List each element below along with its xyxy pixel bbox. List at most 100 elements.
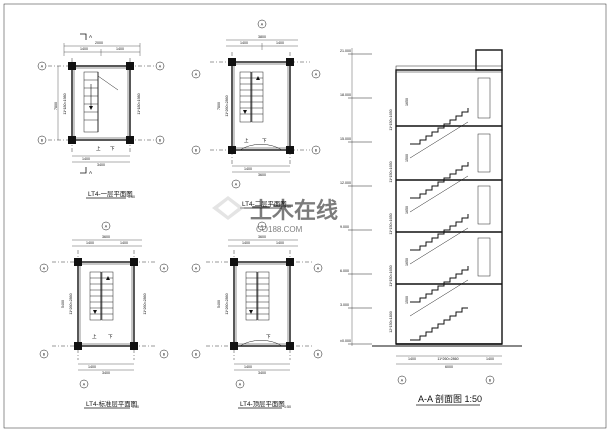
section-dim-bottom-1: 11*260=2860 (437, 357, 458, 361)
plan-2-axis-top-0: A (261, 23, 264, 27)
plan-3-axis-bottom-0: A (83, 383, 86, 387)
plan-2-dim-bottom-0: 1400 (244, 167, 252, 171)
plan-2-axis-left-0: A (195, 73, 198, 77)
plan-3-axis-left-1: B (43, 353, 46, 357)
plan-3-dim-bottom-0: 1400 (88, 365, 96, 369)
section-title: A-A 剖面图 1:50 (418, 393, 482, 404)
plan-2-dim-top-0: 3800 (258, 35, 266, 39)
plan-2: 3800 1400 1400 上 下 7800 11*260=2860 1400 (191, 19, 321, 209)
plan-2-axis-right-1: B (315, 149, 318, 153)
elevation-4: 9.000 (340, 225, 349, 229)
plan-2-flight-label-1: 下 (262, 138, 267, 144)
plan-3-dim-top-1: 1400 (86, 241, 94, 245)
landing-mark-1: 1500 (405, 154, 409, 162)
plan-4-axis-left-0: A (195, 267, 198, 271)
svg-text:11*260=2860: 11*260=2860 (143, 293, 147, 314)
plan-3-axis-top-0: A (105, 225, 108, 229)
plan-1-dim-top-0: 2000 (95, 41, 103, 45)
section-dim-bottom-0: 1400 (408, 357, 416, 361)
svg-text:11*180=1980: 11*180=1980 (137, 93, 141, 114)
landing-mark-2: 1650 (405, 206, 409, 214)
plan-4-axis-bottom-0: A (239, 383, 242, 387)
elevation-7: ±0.000 (340, 339, 351, 343)
watermark: 土木在线 CO188.COM (212, 196, 338, 234)
watermark-sub: CO188.COM (256, 225, 303, 234)
plan-3-side-dim-0: 5400 (61, 300, 65, 308)
plan-1-flight-label-1: 下 (110, 146, 115, 152)
plan-3-dim-top-2: 1400 (120, 241, 128, 245)
plan-1-axis-left-0: A (41, 65, 44, 69)
plan-4-title: LT4-顶层平面图 (240, 400, 285, 408)
flight-dim-3: 11*150=1650 (389, 265, 393, 286)
plan-1-scale: 1:50 (128, 195, 135, 199)
plan-1: 2000 1400 1400 A A 上 下 (37, 33, 165, 199)
plan-4-flight-label-0: 下 (266, 334, 271, 340)
plan-4-side-dim-0: 5400 (217, 300, 221, 308)
plan-4-dim-bottom-0: 1400 (244, 365, 252, 369)
plan-1-title: LT4-一层平面图 (88, 190, 133, 198)
plan-4-side-dim-1: 11*260=2860 (225, 293, 229, 314)
plan-1-dim-bottom-0: 1400 (82, 157, 90, 161)
plan-1-side-dim-1: 11*180=1980 (63, 93, 67, 114)
plan-2-axis-left-1: B (195, 149, 198, 153)
plan-4-dim-bottom-1: 3400 (258, 371, 266, 375)
svg-text:A: A (89, 170, 93, 175)
elevation-3: 12.000 (340, 181, 351, 185)
elevation-6: 3.000 (340, 303, 349, 307)
plan-3-axis-right-1: B (163, 353, 166, 357)
section-aa: 21.000 18.000 15.000 12.000 9.000 6.000 … (340, 48, 522, 406)
plan-3-dim-bottom-1: 3400 (102, 371, 110, 375)
elevation-5: 6.000 (340, 269, 349, 273)
plan-3-title: LT4-标准层平面图 (86, 399, 137, 408)
plan-3: 3600 1400 1400 上 下 5400 11*260=2860 11*2… (39, 221, 169, 409)
plan-3-axis-left-0: A (43, 267, 46, 271)
landing-mark-3: 1650 (405, 258, 409, 266)
plan-3-dim-top-0: 3600 (102, 235, 110, 239)
flight-dim-4: 12*150=1800 (389, 311, 393, 333)
plan-1-dim-top-2: 1400 (116, 47, 124, 51)
plan-3-flight-label-1: 下 (108, 334, 113, 340)
plan-2-side-dim-0: 7800 (217, 102, 221, 110)
flight-dim-0: 11*150=1650 (389, 109, 393, 130)
plan-2-dim-top-1: 1400 (240, 41, 248, 45)
plan-2-dim-bottom-1: 3600 (258, 173, 266, 177)
flight-dim-1: 11*150=1650 (389, 161, 393, 182)
landing-mark-4: 1500 (405, 296, 409, 304)
plan-4-scale: 1:50 (284, 405, 291, 409)
plan-4: 3600 1400 1400 下 5400 11*260=2860 1400 3… (191, 221, 323, 409)
flight-dim-2: 11*150=1650 (389, 213, 393, 234)
plan-4-axis-right-1: B (317, 353, 320, 357)
plan-1-axis-right-0: A (159, 65, 162, 69)
plan-2-dim-top-2: 1400 (276, 41, 284, 45)
section-dim-bottom-2: 1400 (486, 357, 494, 361)
plan-3-side-dim-1: 11*260=2860 (69, 293, 73, 314)
plan-2-scale: 1:50 (284, 205, 291, 209)
elevation-0: 21.000 (340, 49, 351, 53)
plan-1-axis-left-1: B (41, 139, 44, 143)
plan-2-axis-bottom-0: A (235, 183, 238, 187)
plan-3-axis-right-0: A (163, 267, 166, 271)
sheet-border (3, 3, 607, 429)
section-total-dim: 6000 (445, 365, 453, 369)
plan-4-axis-top-0: A (261, 225, 264, 229)
elevation-labels: 21.000 18.000 15.000 12.000 9.000 6.000 … (340, 49, 351, 343)
plan-1-dim-bottom-1: 3400 (97, 163, 105, 167)
plan-1-side-dim-0: 7800 (54, 102, 58, 110)
plan-4-dim-top-2: 1400 (276, 241, 284, 245)
plan-4-axis-right-0: A (317, 267, 320, 271)
plan-2-axis-right-0: A (315, 73, 318, 77)
plan-3-scale: 1:50 (132, 405, 139, 409)
plan-2-flight-label-0: 上 (244, 137, 249, 143)
plan-1-section-mark: A (89, 34, 93, 39)
plan-4-dim-top-0: 3600 (258, 235, 266, 239)
plan-2-title: LT4-二层平面图 (242, 200, 287, 208)
elevation-2: 15.000 (340, 137, 351, 141)
plan-1-flight-label-0: 上 (96, 145, 101, 151)
plan-4-dim-top-1: 1400 (242, 241, 250, 245)
plan-2-side-dim-1: 11*260=2860 (225, 95, 229, 116)
watermark-text: 土木在线 (250, 198, 338, 223)
elevation-1: 18.000 (340, 93, 351, 97)
plan-1-dim-top-1: 1400 (80, 47, 88, 51)
